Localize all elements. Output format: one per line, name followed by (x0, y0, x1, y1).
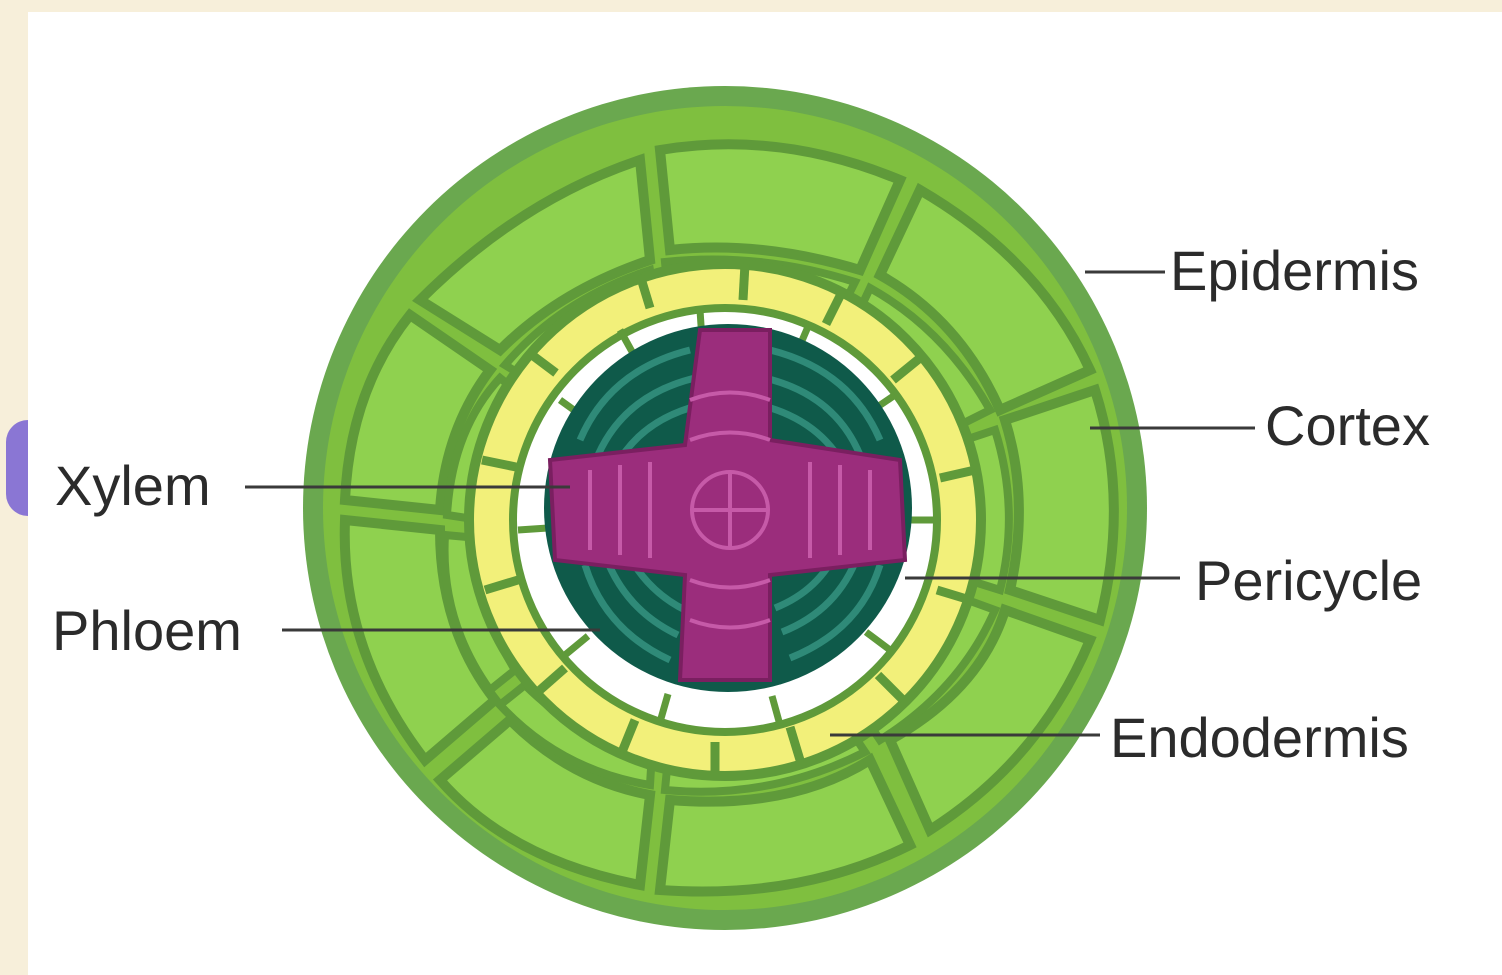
endodermis-label: Endodermis (1110, 706, 1409, 769)
xylem-label: Xylem (55, 454, 211, 517)
phloem-label: Phloem (52, 599, 242, 662)
pericycle-label: Pericycle (1195, 549, 1422, 612)
epidermis-label: Epidermis (1170, 239, 1419, 302)
cortex-label: Cortex (1265, 394, 1430, 457)
